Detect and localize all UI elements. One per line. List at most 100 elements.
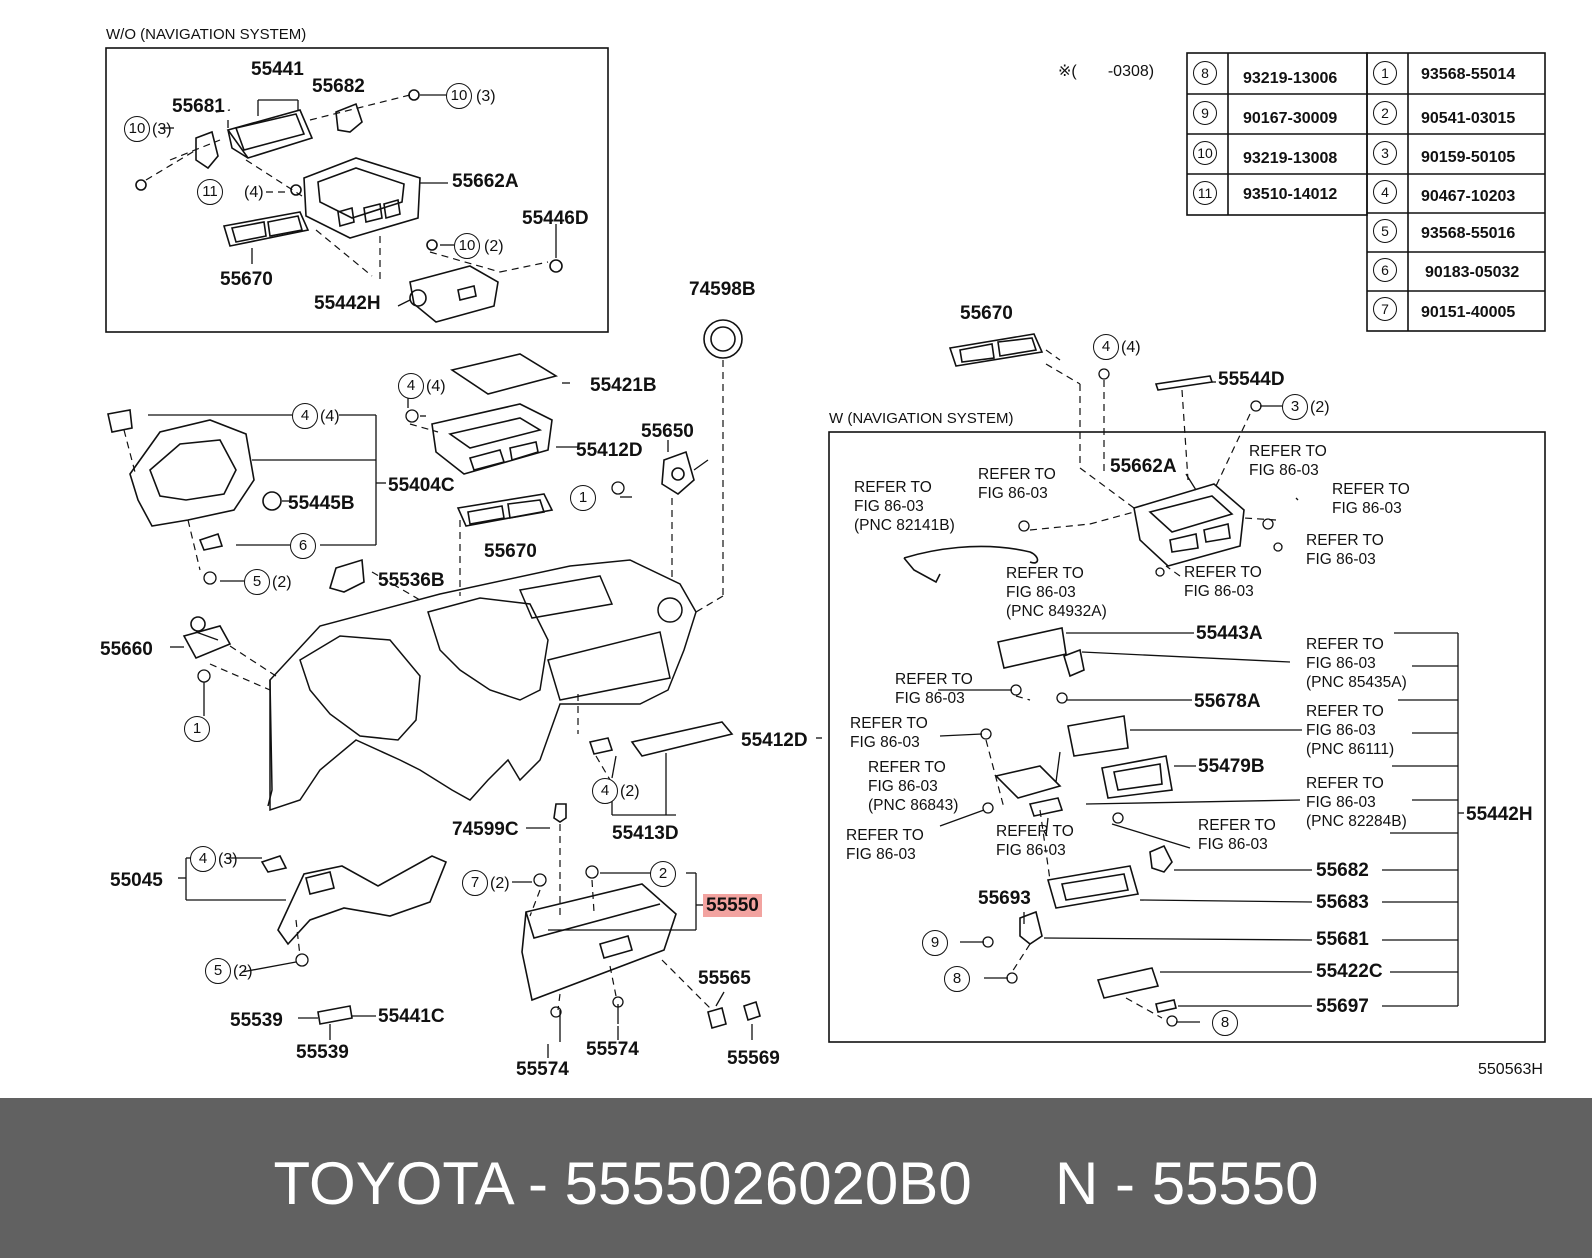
callout-qty: (4) — [320, 408, 340, 425]
part-label-55442h-b[interactable]: 55442H — [1466, 804, 1533, 825]
callout-circle: 4 — [292, 403, 318, 429]
refer-note: REFER TO FIG 86-03 — [1332, 481, 1410, 517]
part-label-55412d-b[interactable]: 55412D — [741, 730, 808, 751]
callout-circle: 4 — [398, 373, 424, 399]
part-label-55550-highlighted[interactable]: 55550 — [703, 894, 762, 917]
part-label-55682[interactable]: 55682 — [312, 76, 365, 97]
part-label-55413d[interactable]: 55413D — [612, 823, 679, 844]
table-part-7: 90151-40005 — [1421, 304, 1516, 321]
part-label-55670b[interactable]: 55670 — [484, 541, 537, 562]
callout-circle: 9 — [922, 930, 948, 956]
bracket-55536b — [329, 558, 365, 593]
table-num-11: 11 — [1193, 181, 1217, 205]
nav-leaders — [938, 381, 1464, 1023]
part-label-55670[interactable]: 55670 — [220, 269, 273, 290]
callout-circle: 10 — [446, 83, 472, 109]
callout-circle: 10 — [454, 233, 480, 259]
part-label-55569[interactable]: 55569 — [727, 1048, 780, 1069]
table-num-6: 6 — [1373, 258, 1397, 282]
part-number-table: 8 93219-13006 9 90167-30009 10 93219-130… — [1187, 53, 1545, 331]
part-label-55441c[interactable]: 55441C — [378, 1006, 445, 1027]
part-label-55536b[interactable]: 55536B — [378, 570, 445, 591]
footer-spacer — [972, 1150, 1055, 1217]
table-num-3: 3 — [1373, 141, 1397, 165]
part-label-55683[interactable]: 55683 — [1316, 892, 1369, 913]
table-part-10: 93219-13008 — [1243, 150, 1338, 167]
callout-qty: (2) — [620, 783, 640, 800]
callout-qty: (2) — [233, 963, 253, 980]
refer-note: REFER TO FIG 86-03 — [846, 827, 924, 863]
table-num-8: 8 — [1193, 61, 1217, 85]
part-label-55565[interactable]: 55565 — [698, 968, 751, 989]
table-part-6: 90183-05032 — [1425, 264, 1520, 281]
nav-part-55422c — [1096, 967, 1160, 999]
part-label-55446d[interactable]: 55446D — [522, 208, 589, 229]
part-label-55678a[interactable]: 55678A — [1194, 691, 1261, 712]
part-label-55681[interactable]: 55681 — [172, 96, 225, 117]
callout-qty: (2) — [490, 875, 510, 892]
nav-bracket-55681 — [1019, 910, 1043, 945]
callout-circle: 4 — [190, 846, 216, 872]
part-label-55662a-b[interactable]: 55662A — [1110, 456, 1177, 477]
refer-note: REFER TO FIG 86-03 — [1306, 532, 1384, 568]
part-label-55574-b[interactable]: 55574 — [586, 1039, 639, 1060]
table-part-1: 93568-55014 — [1421, 66, 1516, 83]
part-label-55544d[interactable]: 55544D — [1218, 369, 1285, 390]
callout-qty: (3) — [218, 851, 238, 868]
part-label-55045[interactable]: 55045 — [110, 870, 163, 891]
exploded-view-drawing — [105, 47, 1546, 1058]
callout-circle: 1 — [570, 485, 596, 511]
part-label-55539[interactable]: 55539 — [230, 1010, 283, 1031]
part-label-55662a[interactable]: 55662A — [452, 171, 519, 192]
part-label-55441[interactable]: 55441 — [251, 59, 304, 80]
refer-note: REFER TO FIG 86-03 — [850, 715, 928, 751]
clip-55445b — [262, 491, 282, 511]
sensor-74598b — [703, 319, 743, 359]
part-label-55650[interactable]: 55650 — [641, 421, 694, 442]
part-label-55681-b[interactable]: 55681 — [1316, 929, 1369, 950]
part-label-74599c[interactable]: 74599C — [452, 819, 519, 840]
with-nav-header: W (NAVIGATION SYSTEM) — [829, 410, 1014, 427]
part-table-grid — [1186, 52, 1546, 332]
inset-clip-55446d — [549, 259, 563, 273]
part-label-55697[interactable]: 55697 — [1316, 996, 1369, 1017]
without-nav-frame — [105, 47, 609, 333]
refer-note-85435a: REFER TO FIG 86-03 (PNC 85435A) — [1306, 636, 1407, 691]
table-part-9: 90167-30009 — [1243, 110, 1338, 127]
table-num-4: 4 — [1373, 180, 1397, 204]
table-part-8: 93219-13006 — [1243, 70, 1338, 87]
callout-circle: 7 — [462, 870, 488, 896]
cluster-hood-55404c — [107, 409, 255, 527]
table-num-5: 5 — [1373, 219, 1397, 243]
center-vent-55670 — [456, 493, 554, 527]
table-num-7: 7 — [1373, 297, 1397, 321]
callout-qty: (4) — [244, 184, 264, 201]
stopper-55565 — [707, 1007, 727, 1029]
part-label-55443a[interactable]: 55443A — [1196, 623, 1263, 644]
part-label-55682-b[interactable]: 55682 — [1316, 860, 1369, 881]
inset-bezel-55662a — [303, 157, 421, 239]
callout-circle: 3 — [1282, 394, 1308, 420]
nav-bracket-86843 — [994, 765, 1064, 817]
part-label-55693[interactable]: 55693 — [978, 888, 1031, 909]
inset-vent-55441 — [226, 109, 314, 159]
part-label-55445b[interactable]: 55445B — [288, 493, 355, 514]
figure-id: 550563H — [1478, 1061, 1543, 1078]
table-num-9: 9 — [1193, 101, 1217, 125]
lower-cover-55045 — [260, 855, 448, 946]
part-label-55479b[interactable]: 55479B — [1198, 756, 1265, 777]
part-label-55539-b[interactable]: 55539 — [296, 1042, 349, 1063]
part-label-55404c[interactable]: 55404C — [388, 475, 455, 496]
part-label-74598b[interactable]: 74598B — [689, 279, 756, 300]
part-label-55442h[interactable]: 55442H — [314, 293, 381, 314]
part-label-55422c[interactable]: 55422C — [1316, 961, 1383, 982]
part-label-55574[interactable]: 55574 — [516, 1059, 569, 1080]
footer-caption: TOYOTA - 5555026020B0 N - 55550 — [0, 1154, 1592, 1214]
part-label-55421b[interactable]: 55421B — [590, 375, 657, 396]
part-label-55660[interactable]: 55660 — [100, 639, 153, 660]
part-label-55412d[interactable]: 55412D — [576, 440, 643, 461]
part-label-55670c[interactable]: 55670 — [960, 303, 1013, 324]
callout-qty: (4) — [426, 378, 446, 395]
without-nav-header: W/O (NAVIGATION SYSTEM) — [106, 26, 307, 43]
